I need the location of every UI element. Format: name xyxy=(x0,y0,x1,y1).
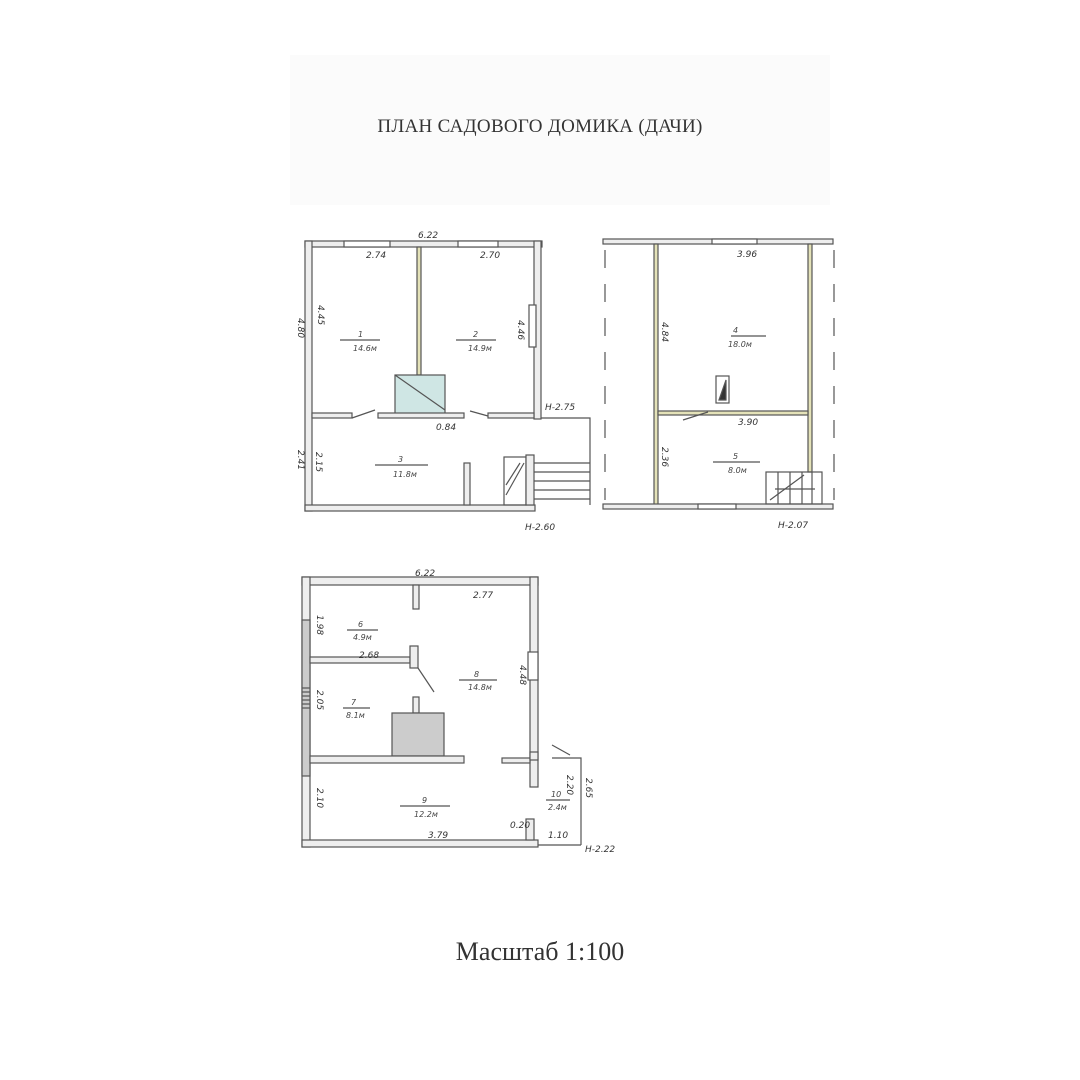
svg-text:H-2.22: H-2.22 xyxy=(585,845,615,855)
svg-text:10: 10 xyxy=(551,790,561,799)
svg-text:4.9м: 4.9м xyxy=(353,633,372,642)
svg-text:4.46: 4.46 xyxy=(515,320,525,340)
svg-text:2.41: 2.41 xyxy=(295,450,305,470)
svg-text:4.48: 4.48 xyxy=(517,665,527,685)
svg-text:H-2.07: H-2.07 xyxy=(778,521,808,531)
svg-text:2.10: 2.10 xyxy=(314,788,324,808)
svg-text:1: 1 xyxy=(358,330,363,339)
svg-text:14.9м: 14.9м xyxy=(468,344,492,353)
svg-text:3.79: 3.79 xyxy=(428,831,448,841)
svg-text:5: 5 xyxy=(733,452,738,461)
svg-text:2.74: 2.74 xyxy=(366,251,386,261)
svg-text:7: 7 xyxy=(351,698,357,707)
svg-text:6.22: 6.22 xyxy=(415,569,435,579)
ground-floor-plan xyxy=(304,240,591,512)
svg-text:6: 6 xyxy=(358,620,363,629)
attic-floor-plan xyxy=(602,238,835,510)
svg-text:2.65: 2.65 xyxy=(583,778,593,798)
svg-text:0.84: 0.84 xyxy=(436,423,456,433)
svg-text:4.84: 4.84 xyxy=(659,322,669,342)
svg-text:1.10: 1.10 xyxy=(548,831,568,841)
svg-text:2.70: 2.70 xyxy=(480,251,500,261)
attic-floor-labels: 3.96 4.84 3.90 2.36 H-2.07 4 18.0м 5 8.0… xyxy=(659,250,808,531)
svg-text:2: 2 xyxy=(473,330,478,339)
svg-text:2.68: 2.68 xyxy=(359,651,379,661)
scale-label: Масштаб 1:100 xyxy=(455,937,625,966)
svg-text:8.0м: 8.0м xyxy=(728,466,747,475)
svg-text:0.20: 0.20 xyxy=(510,821,530,831)
svg-text:2.4м: 2.4м xyxy=(548,803,567,812)
svg-text:14.8м: 14.8м xyxy=(468,683,492,692)
svg-text:9: 9 xyxy=(422,796,427,805)
plan-title: ПЛАН САДОВОГО ДОМИКА (ДАЧИ) xyxy=(377,116,703,137)
svg-text:H-2.75: H-2.75 xyxy=(545,403,575,413)
svg-text:4.80: 4.80 xyxy=(295,318,305,338)
svg-text:2.77: 2.77 xyxy=(473,591,493,601)
svg-text:4.45: 4.45 xyxy=(315,305,325,325)
svg-text:2.05: 2.05 xyxy=(314,690,324,710)
title-background xyxy=(290,55,830,205)
svg-text:3: 3 xyxy=(398,455,403,464)
svg-text:8: 8 xyxy=(474,670,479,679)
outbuilding-labels: 6.22 2.77 2.68 1.98 2.05 4.48 2.10 2.20 … xyxy=(314,569,615,855)
svg-text:3.90: 3.90 xyxy=(738,418,758,428)
dim-width: 6.22 xyxy=(418,231,438,241)
svg-text:8.1м: 8.1м xyxy=(346,711,365,720)
svg-text:3.96: 3.96 xyxy=(737,250,757,260)
svg-text:14.6м: 14.6м xyxy=(353,344,377,353)
svg-text:2.36: 2.36 xyxy=(659,447,669,467)
outbuilding-plan xyxy=(301,576,582,848)
svg-text:1.98: 1.98 xyxy=(314,615,324,635)
svg-text:H-2.60: H-2.60 xyxy=(525,523,555,533)
svg-text:2.20: 2.20 xyxy=(564,775,574,795)
svg-text:12.2м: 12.2м xyxy=(414,810,438,819)
svg-text:11.8м: 11.8м xyxy=(393,470,417,479)
svg-text:2.15: 2.15 xyxy=(313,452,323,472)
svg-text:18.0м: 18.0м xyxy=(728,340,752,349)
ground-floor-labels: 6.22 2.74 2.70 4.80 4.45 4.46 2.41 2.15 … xyxy=(295,231,575,533)
svg-text:4: 4 xyxy=(733,326,738,335)
